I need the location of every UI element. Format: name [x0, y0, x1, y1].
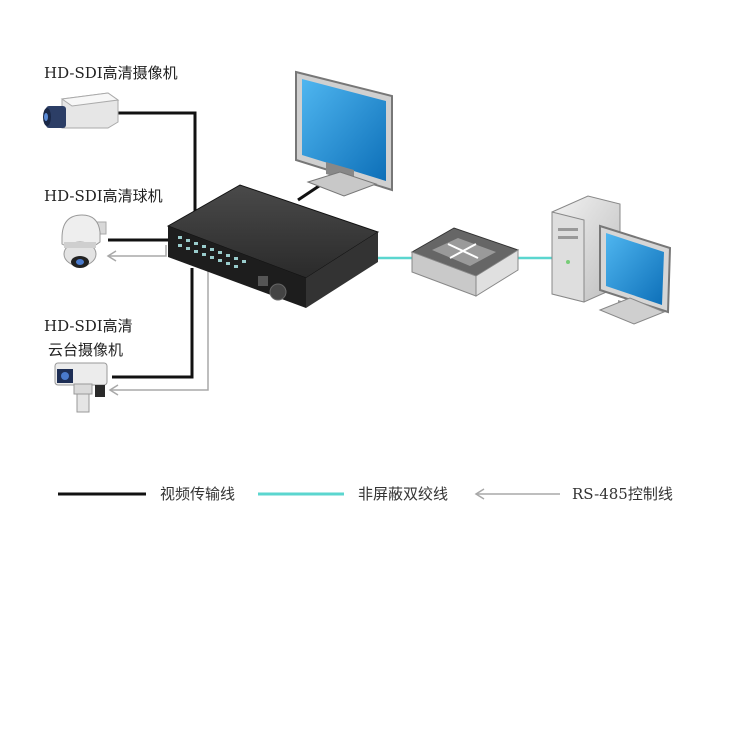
video-line-box-camera: [112, 111, 197, 225]
ptz-camera-label-line2: 云台摄像机: [48, 341, 124, 359]
box-camera-icon: [43, 92, 120, 129]
rs485-lines: [106, 245, 209, 396]
desktop-pc-icon: [551, 195, 672, 325]
legend-graphics: [58, 488, 560, 500]
switch-arrows: [447, 243, 479, 259]
rs485-line-dome: [108, 245, 167, 257]
rs485-arrow-dome: [106, 250, 117, 262]
ptz-camera-icon: [54, 362, 108, 413]
legend-rs485-label: RS-485控制线: [572, 485, 673, 503]
monitor-icon: [295, 70, 393, 197]
rs485-arrow-ptz: [108, 384, 119, 396]
legend-video-label: 视频传输线: [160, 485, 236, 503]
legend-rs485-arrow: [474, 488, 485, 500]
network-switch-icon: [410, 227, 520, 297]
box-camera-label: HD-SDI高清摄像机: [44, 64, 178, 82]
dome-camera-label: HD-SDI高清球机: [44, 187, 163, 205]
dvr-recorder-icon: [166, 184, 380, 308]
dome-camera-icon: [61, 214, 107, 268]
legend-utp-label: 非屏蔽双绞线: [358, 485, 449, 503]
video-line-ptz-camera: [112, 268, 194, 379]
ptz-camera-label-line1: HD-SDI高清: [44, 317, 133, 335]
dvr-front-buttons: [178, 236, 246, 268]
rs485-line-ptz: [110, 268, 209, 391]
